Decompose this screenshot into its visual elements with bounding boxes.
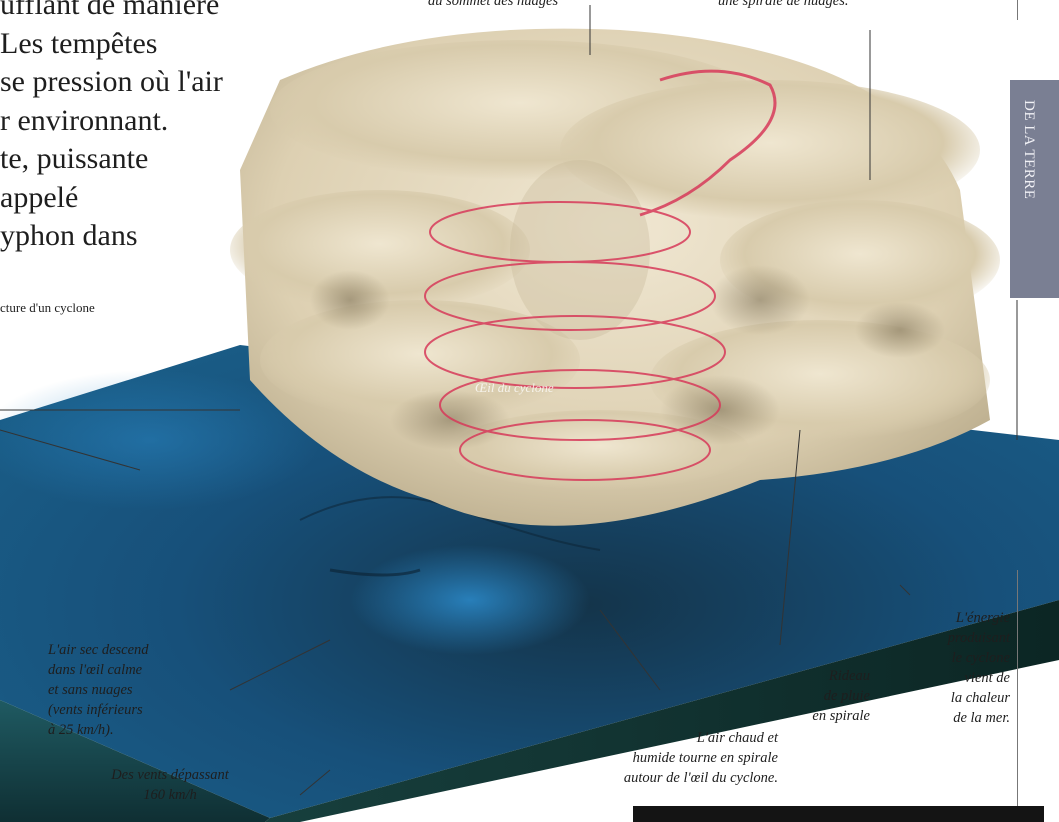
body-line: te, puissante [0, 140, 223, 179]
body-line: yphon dans [0, 217, 223, 256]
section-tab: DE LA TERRE [1010, 80, 1059, 298]
label-rain-curtain: Rideau de pluie en spirale [790, 666, 870, 726]
body-line: se pression où l'air [0, 63, 223, 102]
label-cloud-spiral: une spirale de nuages. [718, 0, 848, 11]
label-warm-air: L'air chaud et humide tourne en spirale … [548, 728, 778, 788]
cloud-tower [230, 29, 1000, 526]
edge-rule [1017, 570, 1018, 820]
edge-rule [1017, 0, 1018, 20]
body-text: ufflant de manière Les tempêtes se press… [0, 0, 223, 256]
black-box [633, 806, 1044, 822]
label-cloud-top: au sommet des nuages [428, 0, 558, 11]
label-energy: L'énergie produisant le cyclone vient de… [890, 608, 1010, 728]
body-line: ufflant de manière [0, 0, 223, 25]
figure-caption: cture d'un cyclone [0, 300, 95, 316]
body-line: r environnant. [0, 102, 223, 141]
label-eye: Œil du cyclone [475, 380, 554, 396]
label-strong-winds: Des vents dépassant 160 km/h [80, 765, 260, 805]
label-dry-air: L'air sec descend dans l'œil calme et sa… [48, 640, 149, 740]
body-line: Les tempêtes [0, 25, 223, 64]
body-line: appelé [0, 179, 223, 218]
section-tab-label: DE LA TERRE [1020, 100, 1037, 199]
